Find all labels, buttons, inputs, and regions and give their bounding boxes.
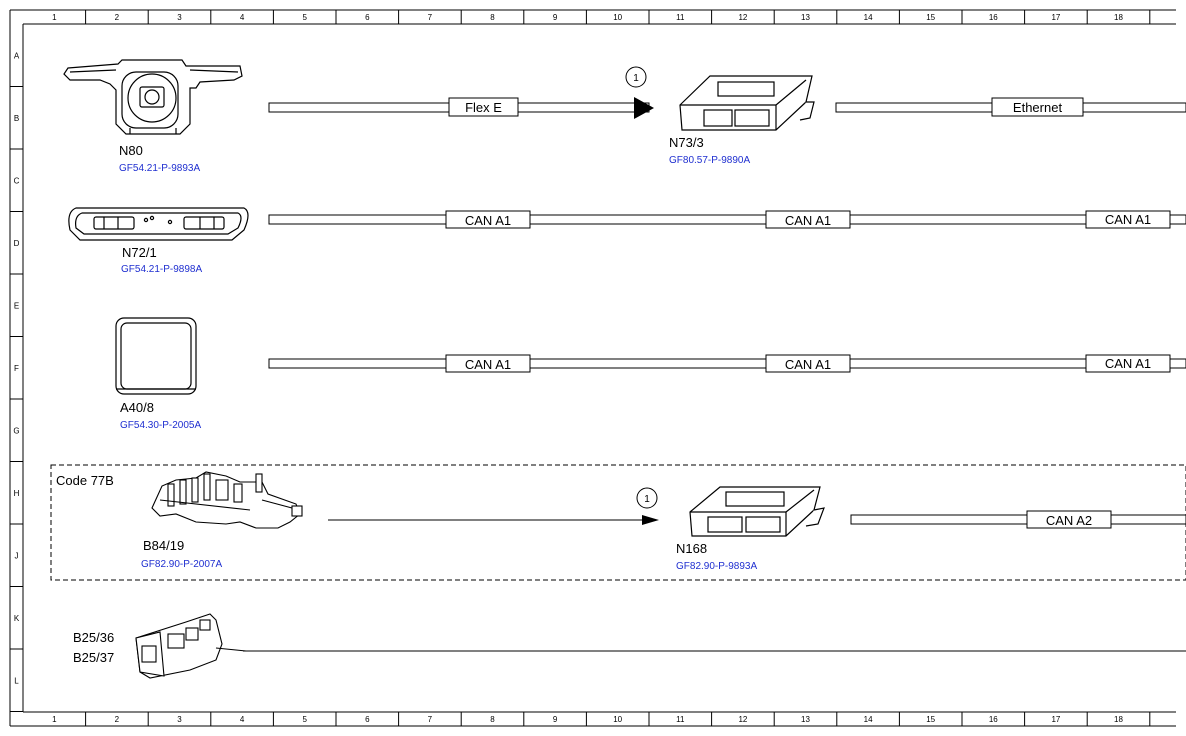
can-a1-bus-label: CAN A1: [465, 357, 511, 372]
row-ruler: A B C D E F G H J K L: [10, 51, 23, 712]
b25-37-label: B25/37: [73, 650, 114, 665]
column-number: 4: [240, 715, 245, 724]
arrow-right-icon: [634, 97, 654, 119]
column-number: 6: [365, 13, 370, 22]
column-number: 11: [676, 715, 685, 724]
n72-1-reference-link[interactable]: GF54.21-P-9898A: [121, 264, 202, 275]
column-number: 16: [989, 715, 998, 724]
callout-circle: [625, 66, 647, 88]
column-number: 17: [1051, 13, 1060, 22]
row-letter: B: [14, 114, 19, 123]
can-a1-bus-label: CAN A1: [785, 357, 831, 372]
column-number: 10: [613, 13, 622, 22]
column-number: 2: [115, 13, 120, 22]
column-number: 13: [801, 715, 810, 724]
callout-number: 1: [633, 73, 639, 84]
column-number: 8: [490, 715, 495, 724]
column-number: 18: [1114, 13, 1123, 22]
row-letter: K: [14, 614, 20, 623]
column-number: 8: [490, 13, 495, 22]
row-letter: F: [14, 364, 19, 373]
column-number: 2: [115, 715, 120, 724]
drawing-frame: [9, 9, 1176, 727]
column-number: 5: [302, 715, 307, 724]
callout-circle: [636, 487, 658, 509]
row-letter: H: [14, 489, 20, 498]
overhead-control-panel-icon: [68, 207, 249, 241]
column-number: 14: [864, 715, 873, 724]
column-number: 7: [428, 13, 433, 22]
column-number: 9: [553, 13, 558, 22]
display-unit-icon: [115, 317, 197, 395]
column-number: 1: [52, 13, 57, 22]
a40-8-reference-link[interactable]: GF54.30-P-2005A: [120, 420, 201, 431]
control-unit-icon: [689, 486, 825, 537]
column-number: 9: [553, 715, 558, 724]
can-a2-bus-label: CAN A2: [1046, 513, 1092, 528]
column-number: 12: [738, 715, 747, 724]
column-number: 11: [676, 13, 685, 22]
ethernet-line: [835, 97, 1186, 117]
arrow-right-icon: [642, 515, 659, 525]
can-a1-line-2: [268, 354, 1186, 373]
optional-equipment-group: [50, 464, 1186, 581]
can-a1-line-1: [268, 210, 1186, 229]
a40-8-label: A40/8: [120, 400, 154, 415]
column-number: 7: [428, 715, 433, 724]
can-a1-bus-label: CAN A1: [1105, 212, 1151, 227]
b25-36-label: B25/36: [73, 630, 114, 645]
column-number: 6: [365, 715, 370, 724]
column-number: 4: [240, 13, 245, 22]
column-number: 5: [302, 13, 307, 22]
column-number: 17: [1051, 715, 1060, 724]
b84-19-reference-link[interactable]: GF82.90-P-2007A: [141, 559, 222, 570]
column-number: 15: [926, 715, 935, 724]
row-letter: C: [14, 176, 20, 185]
column-number: 13: [801, 13, 810, 22]
n73-3-label: N73/3: [669, 135, 704, 150]
b84-19-label: B84/19: [143, 538, 184, 553]
row-letter: E: [14, 301, 19, 310]
column-ruler: 1122334455667788991010111112121313141415…: [52, 10, 1151, 726]
flex-e-line: [268, 97, 650, 117]
column-number: 3: [177, 13, 182, 22]
camera-sensor-icon: [151, 471, 303, 529]
ethernet-bus-label: Ethernet: [1013, 100, 1063, 115]
can-a1-bus-label: CAN A1: [1105, 356, 1151, 371]
n168-reference-link[interactable]: GF82.90-P-9893A: [676, 561, 757, 572]
n73-3-reference-link[interactable]: GF80.57-P-9890A: [669, 155, 750, 166]
row-letter: A: [14, 51, 20, 60]
column-number: 1: [52, 715, 57, 724]
option-code-label: Code 77B: [56, 473, 114, 488]
can-a1-bus-label: CAN A1: [785, 213, 831, 228]
row-letter: G: [13, 426, 19, 435]
can-a2-line: [850, 510, 1186, 529]
row-letter: L: [14, 676, 19, 685]
n80-reference-link[interactable]: GF54.21-P-9893A: [119, 163, 200, 174]
column-number: 16: [989, 13, 998, 22]
column-number: 14: [864, 13, 873, 22]
n72-1-label: N72/1: [122, 245, 157, 260]
flex-e-bus-label: Flex E: [465, 100, 502, 115]
row-letter: D: [14, 239, 20, 248]
row-letter: J: [15, 551, 19, 560]
sensor-connector-icon: [135, 613, 247, 679]
can-a1-bus-label: CAN A1: [465, 213, 511, 228]
steering-column-module-icon: [63, 59, 243, 135]
callout-number: 1: [644, 494, 650, 505]
column-number: 10: [613, 715, 622, 724]
column-number: 12: [738, 13, 747, 22]
n80-label: N80: [119, 143, 143, 158]
column-number: 3: [177, 715, 182, 724]
control-unit-icon: [679, 75, 815, 131]
column-number: 15: [926, 13, 935, 22]
n168-label: N168: [676, 541, 707, 556]
column-number: 18: [1114, 715, 1123, 724]
